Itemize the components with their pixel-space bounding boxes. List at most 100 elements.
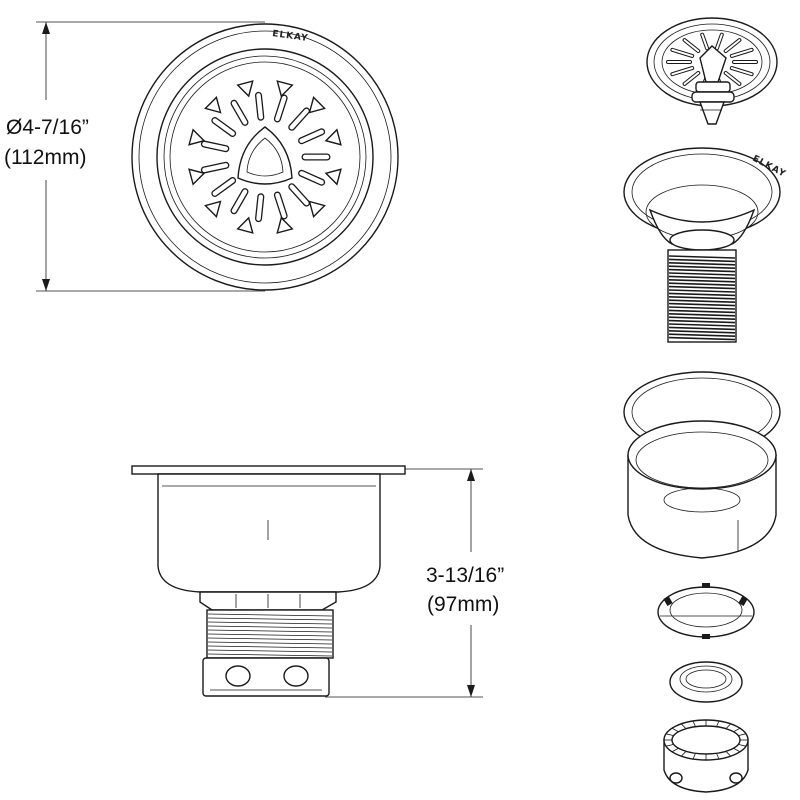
thread-line [668, 279, 736, 283]
thread-line [668, 302, 736, 307]
thread-tick [671, 747, 679, 753]
thread-line [207, 649, 333, 653]
thread-line [207, 653, 333, 657]
thread-tick [665, 743, 674, 747]
thread-tick [738, 733, 747, 737]
thread-tick [716, 720, 720, 727]
perforation-slot-inner [256, 93, 264, 120]
thread-tick [692, 720, 696, 727]
perforation-slot-inner [275, 192, 287, 219]
perforation-triangle [188, 168, 206, 186]
side-flange [131, 465, 406, 475]
thread-tick [725, 723, 731, 729]
flange-outer-ring [131, 23, 399, 291]
thread-line [668, 265, 736, 269]
center-post [237, 126, 293, 185]
basket-slot-inner [724, 71, 741, 85]
height-metric-label: (97mm) [427, 593, 499, 616]
thread-lines [207, 613, 333, 657]
basket-inner-ring [163, 55, 367, 259]
perforation-triangle [276, 80, 294, 98]
thread-line [668, 275, 736, 280]
basket-slot-inner [724, 39, 741, 53]
perforation-slot-inner [275, 95, 287, 122]
thread-line [668, 255, 736, 259]
thread-line [207, 625, 333, 629]
flange-rim [138, 30, 392, 284]
perforation-slot-inner [299, 129, 324, 143]
basket-slot-inner [701, 33, 709, 50]
thread-line [668, 292, 736, 297]
thread-tick [692, 753, 696, 760]
basket-slot-inner [671, 67, 694, 76]
thread-line [207, 617, 333, 621]
thread-line [668, 306, 736, 310]
basket-slot-inner [730, 48, 753, 57]
height-imperial-label: 3-13/16” [426, 564, 504, 587]
thread-line [668, 313, 736, 317]
perforation-triangle [324, 168, 342, 186]
diameter-metric-label: (112mm) [4, 146, 86, 169]
thread-line [668, 296, 736, 300]
thread-line [668, 323, 736, 327]
thread-line [668, 299, 736, 303]
diameter-imperial-label: Ø4-7/16” [6, 116, 89, 139]
basket-slot-inner [671, 48, 694, 57]
thread-line [668, 333, 736, 337]
thread-tick [681, 723, 687, 729]
perforation-slot-inner [202, 141, 229, 151]
basket-slot-inner [683, 71, 700, 85]
diameter-dimension-line [36, 21, 265, 292]
thread-tick [733, 747, 741, 753]
thread-line [207, 641, 333, 645]
perforation-triangle [204, 96, 222, 114]
thread-tick [733, 727, 741, 733]
perforation-triangle [324, 128, 342, 146]
thread-line [207, 621, 333, 625]
perforation-triangle [188, 128, 206, 146]
thread-line [207, 645, 333, 649]
perforation-triangle [276, 216, 294, 234]
thread-line [668, 309, 736, 314]
coupling-nut-icon [663, 719, 749, 793]
thread-tick [681, 751, 687, 757]
thread-line [207, 633, 333, 637]
thread-line [668, 268, 736, 273]
height-dimension-line [325, 468, 483, 698]
thread-line [668, 336, 736, 341]
thread-line [207, 637, 333, 641]
perforation-triangle [236, 80, 254, 98]
perforation-slot-inner [212, 178, 235, 196]
friction-ring-icon [669, 661, 743, 703]
strainer-body-icon: ELKAY [623, 147, 788, 343]
basket-slot-inner [730, 67, 753, 76]
thread-line [668, 262, 736, 266]
thread-line [668, 330, 736, 334]
thread-line [668, 319, 736, 324]
perforation-slot-inner [202, 163, 229, 173]
side-view: 3-13/16” (97mm) [131, 465, 504, 698]
thread-line [668, 282, 736, 286]
thread-tick [738, 743, 747, 747]
top-view: Ø4-7/16” (112mm) ELKAY [4, 21, 399, 292]
perforation-slot-inner [212, 118, 235, 136]
brand-logo: ELKAY [272, 29, 310, 44]
thread-tick [671, 727, 679, 733]
center-post-inner [246, 137, 284, 177]
perforation-slot-inner [256, 194, 264, 221]
perforation-pattern [188, 80, 342, 234]
basket-outer-ring [156, 48, 374, 266]
thread-tick [725, 751, 731, 757]
basket-face [169, 61, 361, 253]
thread-tick [665, 733, 674, 737]
perforation-triangle [308, 200, 326, 218]
thread-line [668, 272, 736, 276]
thread-line [668, 326, 736, 331]
perforation-slot-inner [289, 108, 309, 130]
perforation-triangle [236, 216, 254, 234]
perforation-triangle [204, 200, 222, 218]
coupling-hole-right [283, 665, 309, 687]
perforation-slot-inner [289, 184, 309, 206]
exploded-view: ELKAY [623, 17, 788, 793]
